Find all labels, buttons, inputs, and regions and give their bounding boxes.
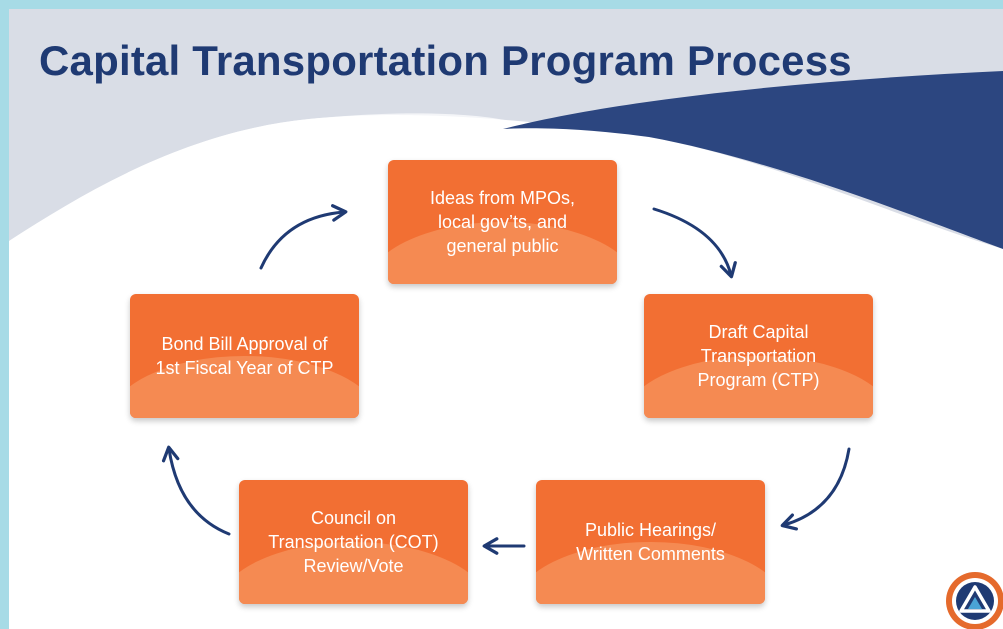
step-ideas: Ideas from MPOs, local gov’ts, and gener… <box>388 160 617 284</box>
header-background <box>9 9 1003 249</box>
step-label: Ideas from MPOs, local gov’ts, and gener… <box>429 188 576 256</box>
step-label: Council on Transportation (COT) Review/V… <box>268 508 439 576</box>
slide: Capital Transportation Program Process I… <box>9 9 1003 629</box>
navy-swoosh <box>503 71 1003 249</box>
transportation-agency-logo-icon <box>946 572 1003 629</box>
step-label: Public Hearings/ Written Comments <box>576 520 725 564</box>
step-bond-bill: Bond Bill Approval of 1st Fiscal Year of… <box>130 294 359 418</box>
step-label: Bond Bill Approval of 1st Fiscal Year of… <box>155 334 334 378</box>
page-title: Capital Transportation Program Process <box>39 37 852 84</box>
step-label: Draft Capital Transportation Program (CT… <box>697 322 820 390</box>
step-public-hearings: Public Hearings/ Written Comments <box>536 480 765 604</box>
step-draft-ctp: Draft Capital Transportation Program (CT… <box>644 294 873 418</box>
step-cot-review: Council on Transportation (COT) Review/V… <box>239 480 468 604</box>
